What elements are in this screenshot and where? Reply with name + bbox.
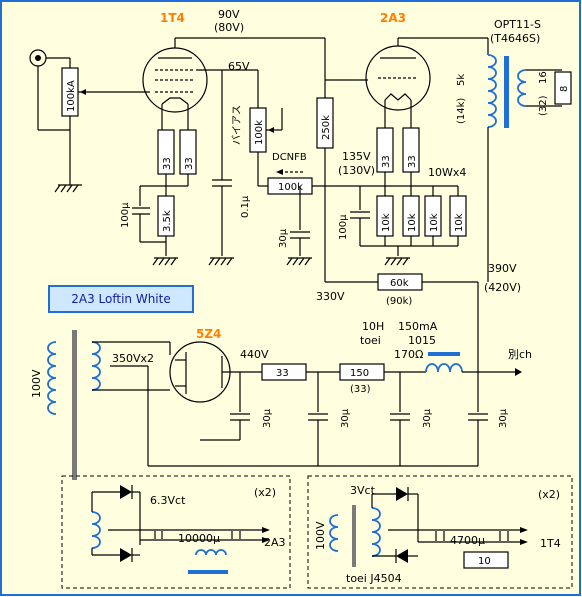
r-cathode1-label: 33	[162, 157, 173, 170]
r-cath-out4: 10k	[454, 213, 465, 232]
c-screen-label: 30μ	[278, 228, 289, 248]
bias-label: バイアス	[231, 105, 243, 145]
bplus-high-voltage: 390V	[488, 262, 517, 275]
tube-5z4-label: 5Z4	[196, 327, 221, 341]
psu-r1-label: 33	[276, 368, 289, 379]
psu-c2: 30μ	[340, 408, 351, 428]
c-out-cath-label: 100μ	[338, 214, 349, 240]
opt-secondary-alt: (32)	[538, 95, 549, 116]
r-cath-out3: 10k	[429, 213, 440, 232]
dcnfb-resistor	[258, 177, 335, 195]
ground-left	[54, 184, 82, 193]
bias-pot-label: 100k	[254, 120, 265, 145]
r-cathode2-label: 33	[184, 157, 195, 170]
opt-load: 8	[559, 86, 570, 92]
pt-primary-label: 100V	[30, 369, 43, 398]
r-plate-label: 250k	[321, 115, 332, 140]
cathode-note: 10Wx4	[428, 166, 466, 179]
volume-label: 100kA	[66, 80, 77, 112]
r-cath-out2: 10k	[407, 213, 418, 232]
title-badge: 2A3 Loftin White	[48, 285, 194, 313]
cathode-resistors-10k	[350, 186, 467, 266]
opt-alt: (T4646S)	[490, 32, 540, 45]
heater-right-count: (x2)	[538, 488, 560, 501]
rect-out-voltage: 440V	[240, 348, 269, 361]
choke-model: 1015	[408, 334, 436, 347]
r-drop-label: 60k	[390, 278, 409, 289]
other-channel: 別ch	[508, 348, 532, 361]
r-grid2-label: 33	[407, 155, 418, 168]
heater-left-winding: 6.3Vct	[150, 494, 186, 507]
opt-secondary: 16	[538, 71, 549, 84]
choke-dcr: 170Ω	[394, 348, 423, 361]
r-bias-label: 3.5k	[162, 210, 173, 232]
tube-1t4	[142, 37, 325, 113]
heater-right-cap: 4700μ	[450, 534, 485, 547]
psu-c1: 30μ	[262, 408, 273, 428]
dcnfb-label: DCNFB	[272, 152, 307, 163]
output-grid-voltage-alt: (130V)	[338, 164, 375, 177]
power-transformer	[47, 330, 478, 480]
opt-primary-alt: (14k)	[456, 98, 467, 124]
heater-right-r: 10	[478, 556, 491, 567]
tube-2a3-label: 2A3	[380, 11, 406, 25]
driver-plate-voltage: 90V	[218, 8, 240, 21]
c-bias-label: 100μ	[120, 202, 131, 228]
heater-left	[91, 485, 270, 574]
heater-right-to: 1T4	[540, 537, 561, 550]
ground-1t4	[152, 257, 178, 266]
pt-secondary-label: 350Vx2	[112, 352, 154, 365]
r-dcnfb-label: 100k	[278, 182, 303, 193]
heater-right	[329, 487, 528, 569]
screen-voltage: 65V	[228, 60, 250, 73]
psu-c3: 30μ	[422, 408, 433, 428]
driver-plate-voltage-alt: (80V)	[214, 21, 244, 34]
r-cath-out1: 10k	[381, 213, 392, 232]
plate-resistor	[316, 38, 378, 283]
input-jack	[29, 49, 70, 131]
tube-2a3	[365, 37, 488, 128]
tube-5z4	[169, 341, 262, 403]
heater-right-transformer: toei J4504	[346, 572, 402, 585]
opt-name: OPT11-S	[494, 18, 541, 31]
choke-maker: toei	[360, 334, 381, 347]
choke-inductance: 10H	[362, 320, 384, 333]
tube-1t4-label: 1T4	[160, 11, 185, 25]
psu-c4: 30μ	[498, 408, 509, 428]
r-grid1-label: 33	[381, 155, 392, 168]
dropping-resistor	[377, 273, 478, 291]
c-couple-label: 0.1μ	[240, 195, 251, 218]
heater-left-cap: 10000μ	[178, 532, 220, 545]
output-grid-resistors	[335, 127, 458, 187]
psu-filter	[200, 282, 522, 466]
bplus-high-voltage-alt: (420V)	[484, 281, 521, 294]
heater-right-winding: 3Vct	[350, 484, 376, 497]
output-transformer	[487, 38, 572, 282]
output-grid-voltage: 135V	[342, 150, 371, 163]
r-drop-alt-label: (90k)	[386, 296, 412, 307]
opt-primary: 5k	[456, 74, 467, 86]
screen-cap	[286, 186, 312, 266]
psu-r2-label: 150	[350, 368, 369, 379]
heater-left-count: (x2)	[254, 486, 276, 499]
heater-right-primary: 100V	[314, 521, 327, 550]
bias-pot	[249, 70, 283, 186]
coupling-cap	[208, 70, 234, 266]
heater-left-to: 2A3	[264, 536, 286, 549]
volume-pot	[61, 58, 150, 185]
bplus-low-voltage: 330V	[316, 290, 345, 303]
choke-current: 150mA	[398, 320, 438, 333]
driver-cathode-resistors	[132, 104, 197, 256]
psu-r2-alt-label: (33)	[350, 384, 371, 395]
